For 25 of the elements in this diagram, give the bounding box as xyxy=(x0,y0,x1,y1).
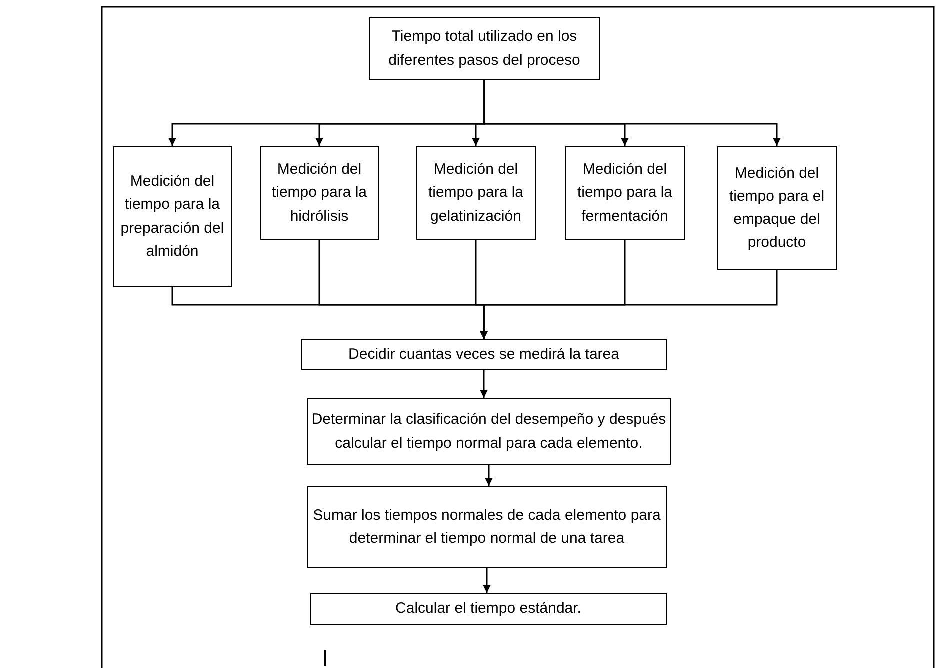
step-text: Medición del tiempo para la hidrólisis xyxy=(270,160,368,227)
process-box xyxy=(369,17,600,80)
process-box xyxy=(301,339,667,370)
step-text: Decidir cuantas veces se medirá la tarea xyxy=(348,344,620,365)
step-text: Calcular el tiempo estándar. xyxy=(394,599,582,620)
arrow xyxy=(483,568,491,593)
process-box xyxy=(310,593,667,625)
process-box xyxy=(307,486,667,568)
process-box xyxy=(307,398,671,465)
step-text: Medición del tiempo para la gelatinización xyxy=(427,160,525,227)
step-text: Medición del tiempo para la fermentación xyxy=(576,160,674,227)
step-text: Tiempo total utilizado en los diferentes pasos del proceso xyxy=(388,27,582,70)
arrow xyxy=(484,80,781,146)
process-box xyxy=(416,146,536,240)
process-box xyxy=(113,146,232,287)
step-text: Sumar los tiempos normales de cada elemento para determinar el tiempo normal de una tarea xyxy=(312,506,662,549)
step-text: Medición del tiempo para la preparación del almidón xyxy=(120,172,226,262)
step-text: Determinar la clasificación del desempeño y después calcular el tiempo normal para cada elemento. xyxy=(310,410,668,454)
arrow xyxy=(485,465,493,486)
process-box xyxy=(717,146,837,270)
process-box xyxy=(565,146,685,240)
process-box xyxy=(260,146,379,240)
arrow xyxy=(480,370,488,398)
arrow xyxy=(480,270,778,339)
step-text: Medición del tiempo para el empaque del producto xyxy=(728,164,826,254)
